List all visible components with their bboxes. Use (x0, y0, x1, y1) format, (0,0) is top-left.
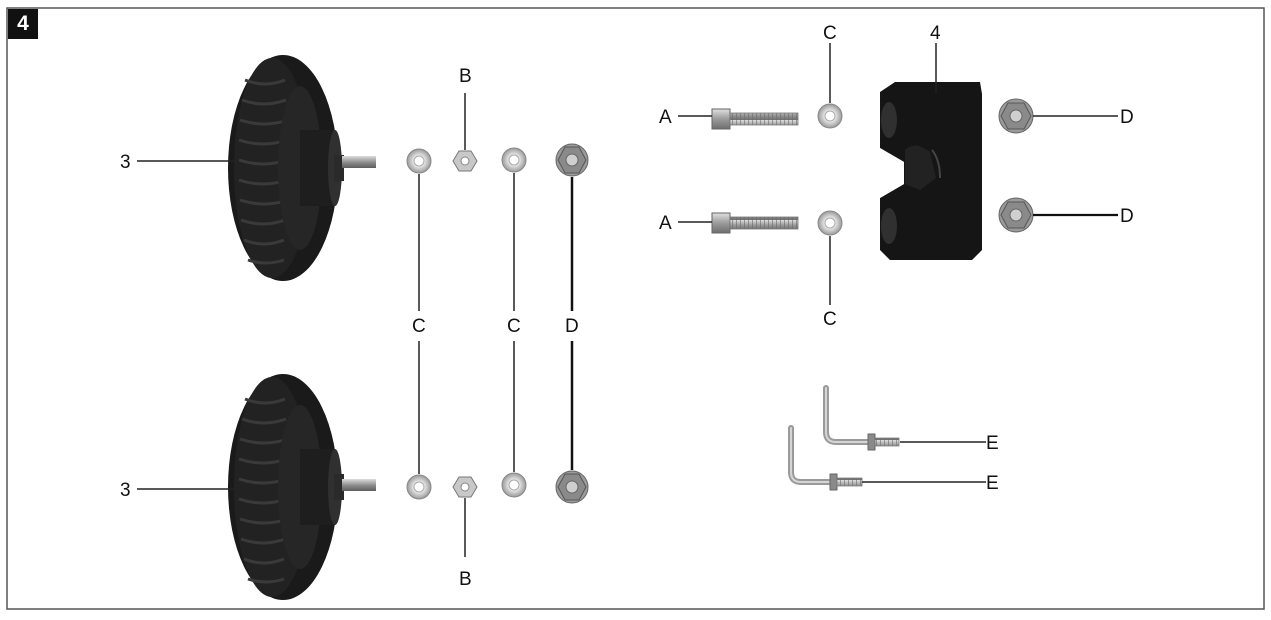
label-bolt-a-bottom: A (659, 213, 672, 234)
washer-c-3-bottom (817, 210, 843, 236)
bracket-4 (880, 82, 982, 260)
flange-nut-d-right-top (998, 98, 1034, 134)
label-washer-c-3-top: C (823, 23, 837, 44)
flange-nut-d-bottom (555, 470, 589, 504)
label-bracket-4: 4 (930, 23, 941, 44)
label-wheel-bottom: 3 (120, 480, 131, 501)
figure-number: 4 (8, 9, 38, 39)
label-washer-c-1: C (412, 316, 426, 337)
washer-c-1-bottom (406, 474, 432, 500)
label-nut-b-top: B (459, 66, 472, 87)
washer-c-1-top (406, 148, 432, 174)
label-nut-d-right-top: D (1120, 107, 1134, 128)
bolt-a-top (711, 108, 799, 130)
hook-bolt-e-top (823, 385, 900, 451)
figure-border (6, 7, 1265, 610)
label-hook-bolt-e-top: E (986, 433, 999, 454)
flange-nut-d-top (555, 143, 589, 177)
nut-b-bottom (452, 476, 478, 498)
label-washer-c-2: C (507, 316, 521, 337)
flange-nut-d-right-bottom (998, 197, 1034, 233)
bolt-a-bottom (711, 212, 799, 234)
label-flange-nut-d: D (565, 316, 579, 337)
label-bolt-a-top: A (659, 107, 672, 128)
washer-c-2-bottom (501, 472, 527, 498)
nut-b-top (452, 150, 478, 172)
label-hook-bolt-e-bottom: E (986, 473, 999, 494)
label-wheel-top: 3 (120, 152, 131, 173)
wheel-bottom (228, 374, 376, 600)
washer-c-3-top (817, 103, 843, 129)
wheel-top (228, 55, 376, 281)
label-nut-b-bottom: B (459, 569, 472, 590)
washer-c-2-top (501, 147, 527, 173)
label-nut-d-right-bottom: D (1120, 206, 1134, 227)
label-washer-c-3-bottom: C (823, 309, 837, 330)
